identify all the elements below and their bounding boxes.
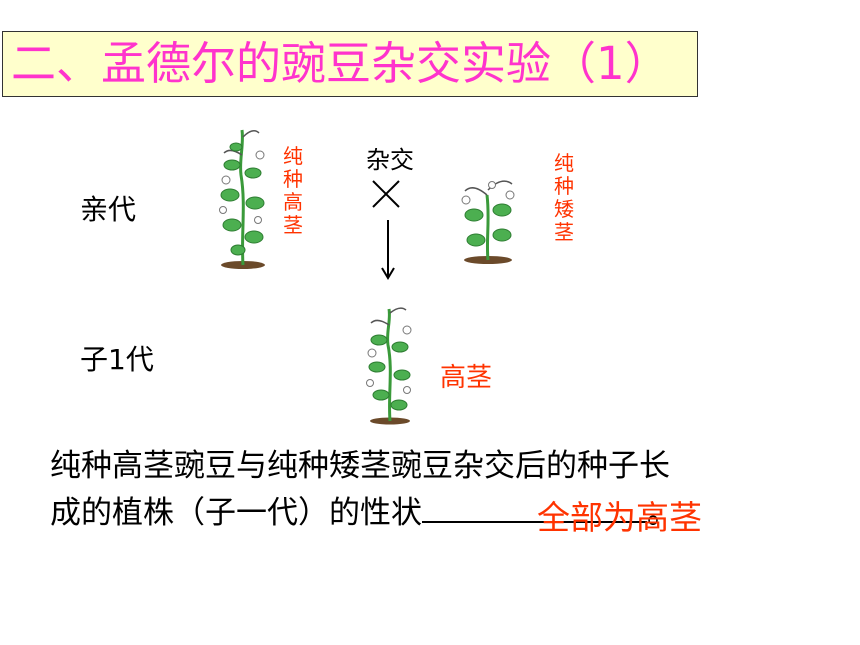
parent2-trait-label: 纯种矮茎: [554, 151, 574, 244]
answer-blank: [422, 491, 647, 523]
f1-generation-label: 子1代: [80, 343, 154, 376]
down-arrow-icon: [381, 220, 395, 280]
sentence-end: 。: [647, 495, 678, 531]
sentence-line-2: 成的植株（子一代）的性状 。: [50, 490, 840, 537]
cross-label: 杂交: [366, 146, 414, 174]
f1-trait-label: 高茎: [440, 363, 493, 393]
answer-text: 全部为高茎: [537, 498, 702, 537]
f1-tall-pea-plant-icon: [366, 307, 412, 425]
sentence-line-2-prefix: 成的植株（子一代）的性状: [50, 495, 422, 531]
sentence-line-1: 纯种高茎豌豆与纯种矮茎豌豆杂交后的种子长: [50, 448, 670, 484]
page-title: 二、孟德尔的豌豆杂交实验（1）: [11, 37, 670, 90]
title-box: 二、孟德尔的豌豆杂交实验（1）: [2, 31, 698, 97]
tall-pea-plant-icon: [219, 129, 265, 269]
cross-symbol-icon: [372, 180, 400, 208]
short-pea-plant-icon: [461, 180, 515, 264]
parent-generation-label: 亲代: [80, 193, 137, 226]
parent1-trait-label: 纯种高茎: [283, 144, 303, 237]
